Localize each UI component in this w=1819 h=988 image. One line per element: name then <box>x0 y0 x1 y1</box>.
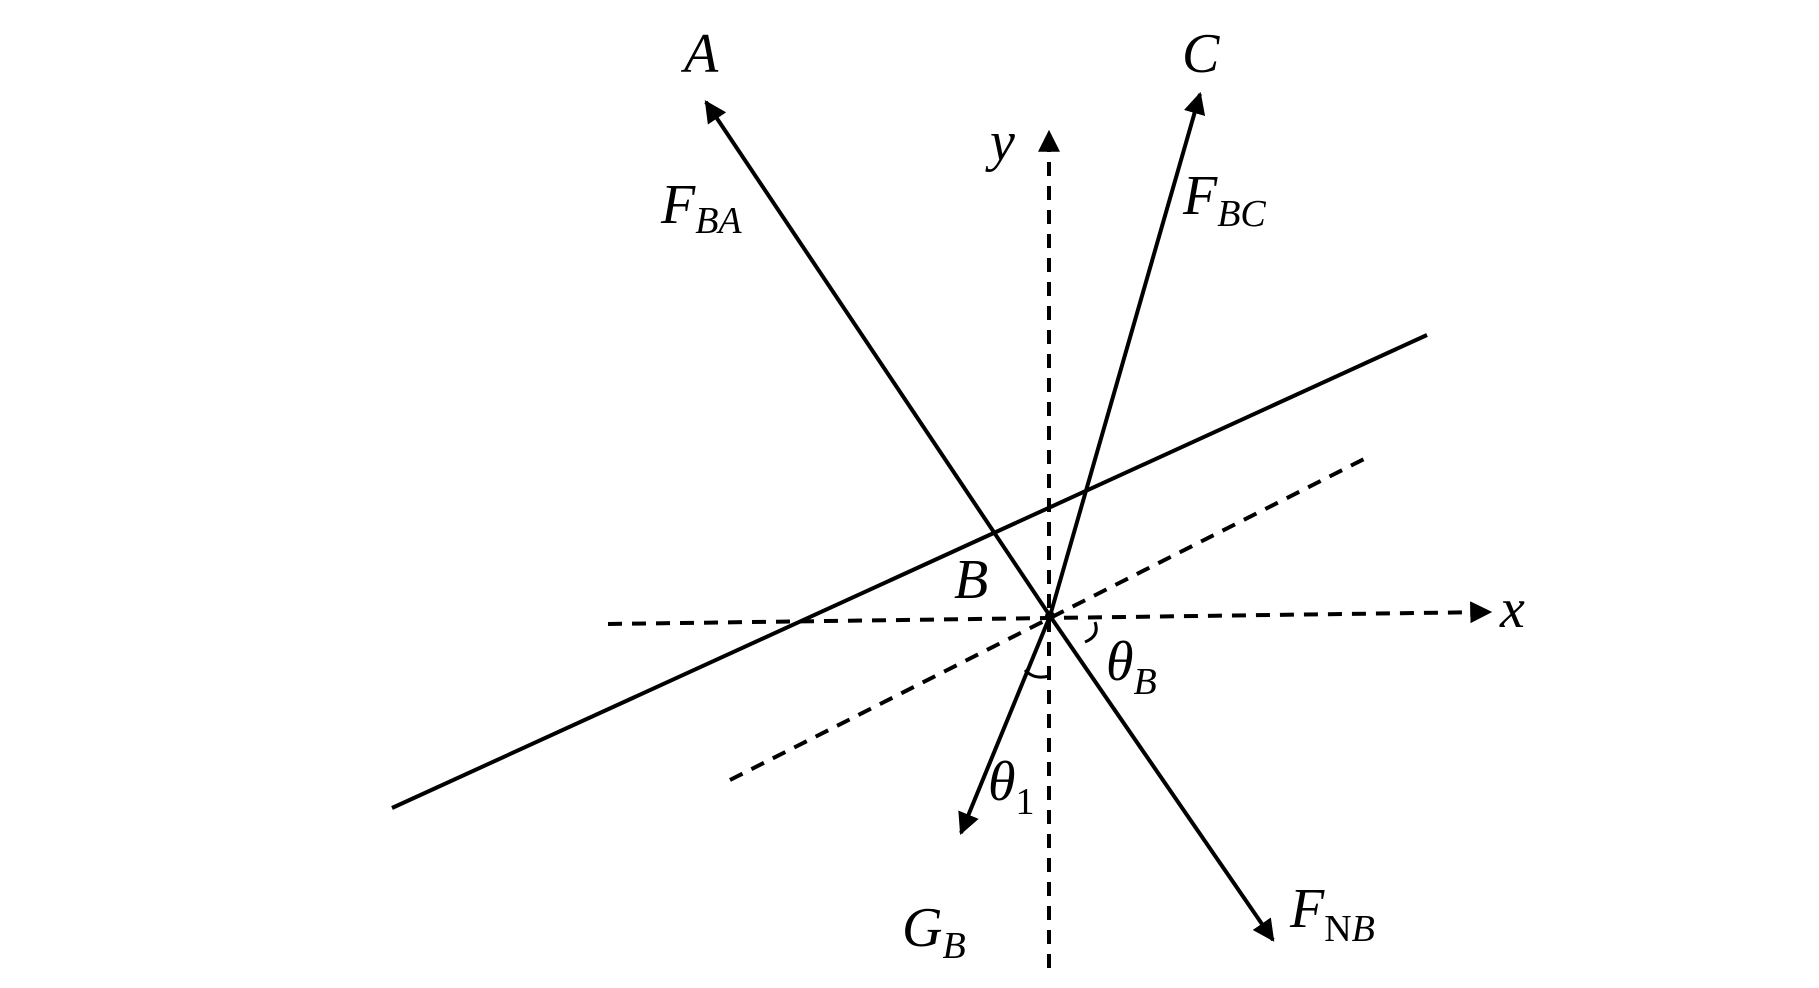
angle-arc-theta-1 <box>1023 668 1050 679</box>
force-bc-arrow <box>1048 91 1206 617</box>
label-angle-theta-1: θ1 <box>988 751 1035 823</box>
label-force-nb: FNB <box>1289 878 1375 950</box>
force-ba-arrow <box>704 100 1052 618</box>
force-nb-arrow <box>1048 614 1275 942</box>
label-y-axis: y <box>985 111 1015 173</box>
angle-arc-theta-b <box>1084 621 1098 644</box>
label-point-a: A <box>680 23 719 85</box>
point-b-dot <box>1045 611 1055 621</box>
label-point-b: B <box>954 549 988 611</box>
incline-line <box>391 333 1428 810</box>
label-point-c: C <box>1182 23 1220 85</box>
label-angle-theta-b: θB <box>1106 631 1157 703</box>
label-force-bc: FBC <box>1182 165 1266 235</box>
label-x-axis: x <box>1499 578 1525 640</box>
gravity-arrow <box>958 615 1052 836</box>
label-force-ba: FBA <box>660 174 742 242</box>
label-gravity: GB <box>902 897 966 967</box>
